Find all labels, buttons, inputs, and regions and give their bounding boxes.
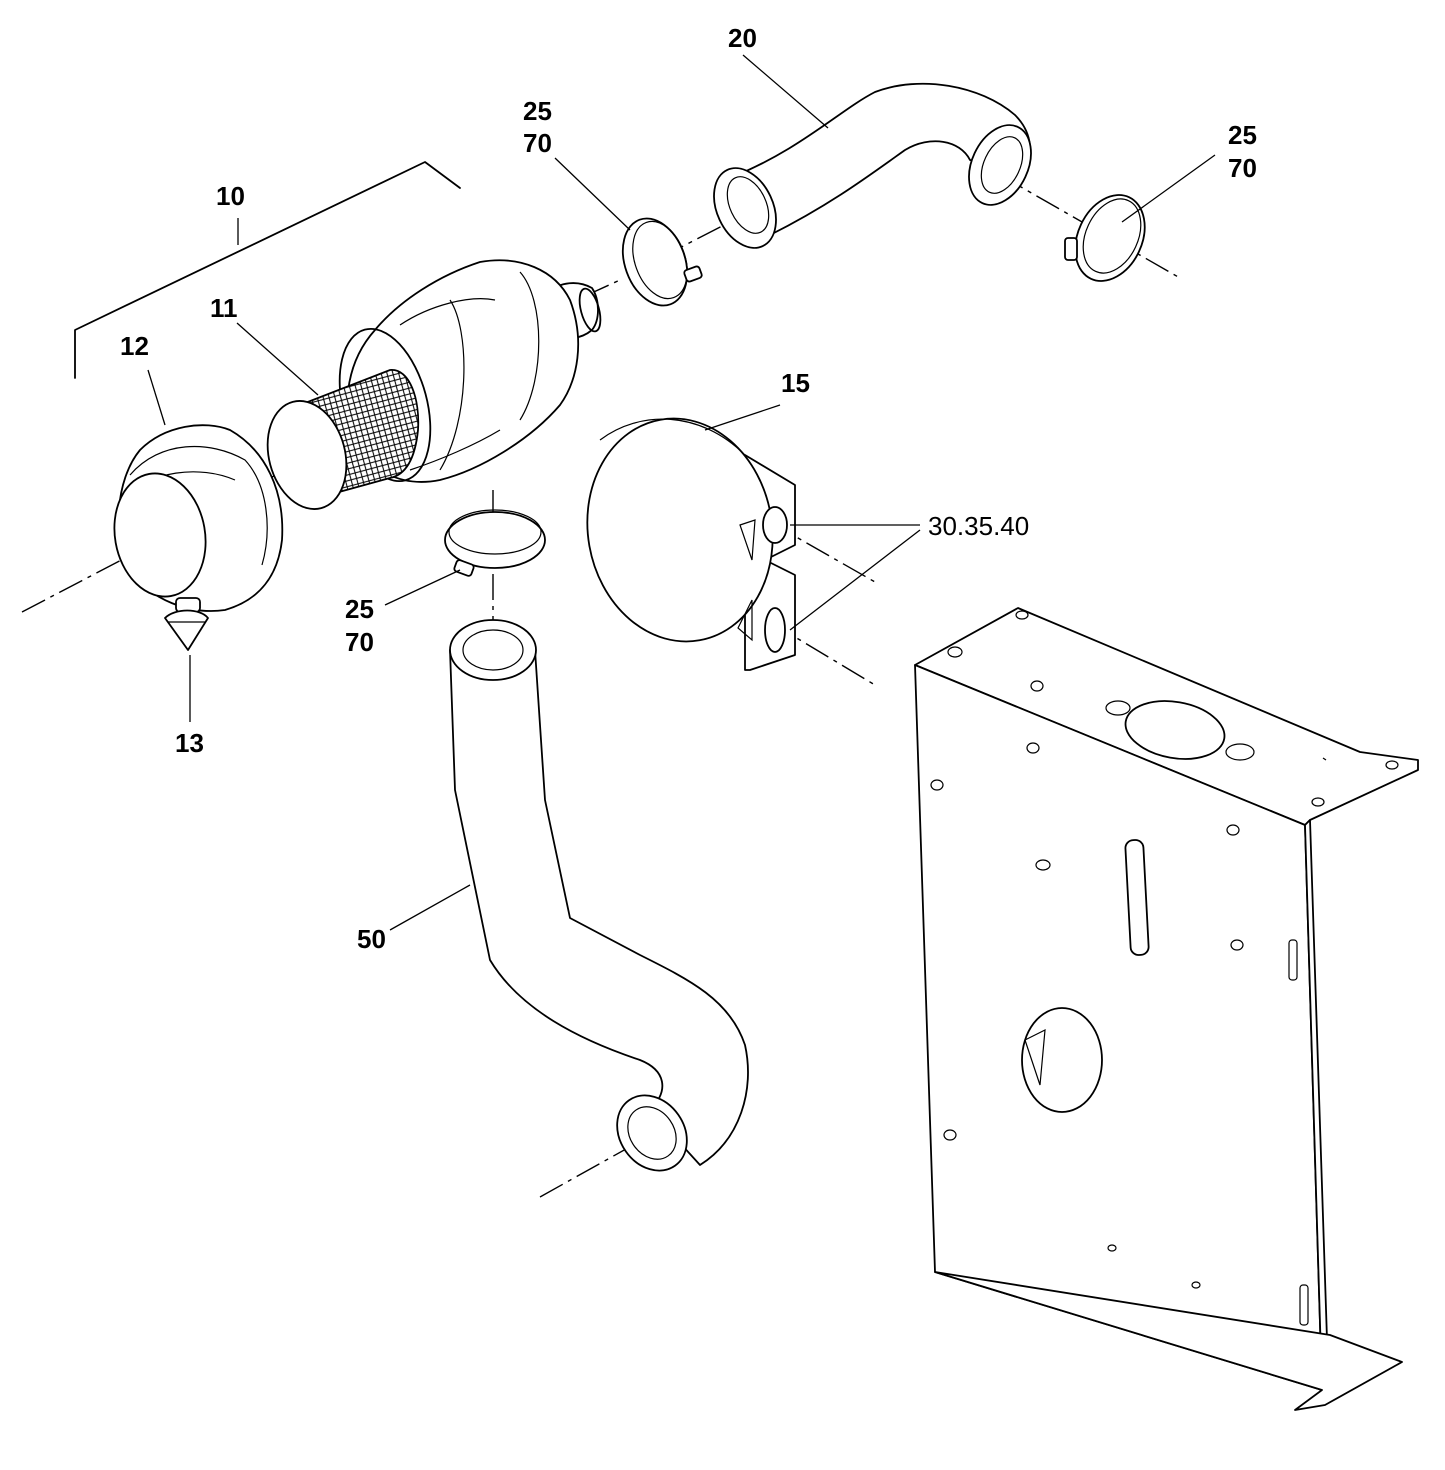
callout-30-35-40: 30.35.40 <box>928 511 1029 541</box>
hose-clamp-upper-right <box>1064 194 1146 282</box>
end-cap-12 <box>113 424 284 612</box>
callout-25-upper-left: 25 <box>523 96 552 126</box>
callout-20: 20 <box>728 23 757 53</box>
mounting-band-15 <box>586 417 796 671</box>
callout-25-middle: 25 <box>345 594 374 624</box>
callout-50: 50 <box>357 924 386 954</box>
callout-12: 12 <box>120 331 149 361</box>
callout-labels: 10 11 12 13 15 20 25 70 25 70 25 70 30.3… <box>120 23 1257 954</box>
dust-valve-13 <box>164 597 209 651</box>
callout-25-upper-right: 25 <box>1228 120 1257 150</box>
callout-10: 10 <box>216 181 245 211</box>
lower-intake-hose-50 <box>449 619 749 1172</box>
callout-15: 15 <box>781 368 810 398</box>
upper-elbow-hose-20 <box>713 82 1032 249</box>
callout-70-upper-right: 70 <box>1228 153 1257 183</box>
callout-70-upper-left: 70 <box>523 128 552 158</box>
mounting-panel <box>914 607 1419 1411</box>
hose-clamp-middle <box>444 509 546 577</box>
callout-70-middle: 70 <box>345 627 374 657</box>
filter-element-11 <box>266 369 420 510</box>
assembly-bracket-10 <box>74 161 461 379</box>
hose-clamp-upper-left <box>621 217 703 307</box>
callout-13: 13 <box>175 728 204 758</box>
leader-lines <box>147 54 1216 931</box>
callout-11: 11 <box>210 293 238 323</box>
